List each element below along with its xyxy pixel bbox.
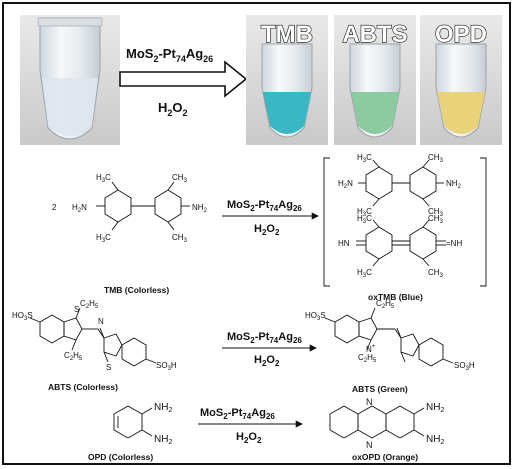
oxtmb-methyl: CH3 [428, 153, 444, 164]
abts-substrate-caption: ABTS (Colorless) [48, 382, 118, 392]
reaction-arrow-hollow [119, 60, 248, 98]
tmb-reaction [96, 157, 487, 287]
tmb-product-caption: oxTMB (Blue) [368, 292, 423, 302]
tube-label: TMB [261, 21, 313, 48]
oxtmb-methyl: CH3 [428, 268, 444, 279]
oxopd-amine: NH2 [426, 402, 444, 414]
tmb-methyl: H3C [96, 233, 111, 244]
oxtmb-methyl: CH3 [428, 207, 444, 218]
abts-ethyl: C2H5 [80, 299, 99, 310]
abts-ring-s: S [74, 305, 79, 314]
abts-sulfonate-left: HO3S [12, 311, 33, 322]
tube-liquid [437, 92, 485, 134]
abts-catalyst-label: MoS2-Pt74Ag26 [227, 331, 302, 345]
tube-liquid [263, 92, 311, 134]
oxopd-amine: NH2 [426, 434, 444, 446]
tmb-methyl: CH3 [172, 233, 188, 244]
tmb-catalyst-label: MoS2-Pt74Ag26 [227, 199, 302, 213]
abts-product-cation: N+ [366, 344, 376, 354]
tube-label: OPD [435, 21, 487, 48]
abts-product-sulfonate-right: SO3H [454, 361, 475, 372]
tube-tmb: TMB [246, 15, 328, 145]
tmb-amine-right: NH2 [192, 203, 208, 214]
tmb-coefficient: 2 [52, 203, 57, 212]
photo-panel: MoS2-Pt74Ag26 H2O2 TMB ABTS OPD [20, 15, 502, 145]
opd-amine: NH2 [154, 402, 172, 414]
abts-product-ethyl: C2H5 [358, 353, 377, 364]
tube-abts: ABTS [334, 15, 416, 145]
opd-catalyst-label: MoS2-Pt74Ag26 [200, 407, 275, 421]
oxtmb-imine-right: =NH [446, 239, 462, 248]
tube-liquid [351, 92, 399, 134]
abts-reaction [29, 307, 454, 367]
oxopd-ring-n: N [366, 397, 373, 407]
oxopd-ring-n: N [366, 440, 373, 450]
tmb-substrate-caption: TMB (Colorless) [104, 285, 169, 295]
tmb-methyl: CH3 [172, 173, 188, 184]
product-tubes: TMB ABTS OPD [246, 15, 502, 145]
opd-amine: NH2 [154, 434, 172, 446]
opd-substrate-caption: OPD (Colorless) [88, 452, 153, 462]
tube-opd: OPD [420, 15, 502, 145]
figure-frame [2, 2, 511, 465]
abts-product-sulfonate: HO3S [305, 311, 326, 322]
tmb-oxidant-label: H2O2 [254, 223, 280, 237]
oxtmb-methyl: H3C [357, 268, 372, 279]
oxtmb-methyl: CH3 [428, 214, 444, 225]
abts-ring-n: N [98, 317, 104, 326]
oxtmb-methyl: H3C [357, 207, 372, 218]
tmb-methyl: H3C [96, 173, 111, 184]
oxtmb-methyl: H3C [357, 153, 372, 164]
oxtmb-amine-right: NH2 [446, 179, 462, 190]
abts-oxidant-label: H2O2 [254, 354, 280, 368]
tube-label: ABTS [342, 21, 407, 48]
abts-product-caption: ABTS (Green) [352, 384, 408, 394]
abts-labels: HO3S S C2H5 C2H5 N S SO3H MoS2-Pt74Ag26 … [12, 299, 475, 394]
oxtmb-amine-left: H2N [338, 179, 353, 190]
tmb-amine-left: H2N [72, 203, 87, 214]
abts-ethyl: C2H5 [64, 351, 83, 362]
opd-product-caption: oxOPD (Orange) [352, 452, 418, 462]
oxtmb-methyl: H3C [357, 214, 372, 225]
abts-product-ethyl: C2H5 [376, 299, 395, 310]
oxtmb-imine-left: HN [338, 239, 350, 248]
abts-ring-s: S [106, 363, 111, 372]
photo-oxidant-label: H2O2 [158, 100, 188, 118]
opd-oxidant-label: H2O2 [236, 431, 262, 445]
photo-reagent-label: MoS2-Pt74Ag26 [126, 46, 213, 64]
abts-sulfonate-right: SO3H [156, 361, 177, 372]
opd-labels: NH2 NH2 MoS2-Pt74Ag26 H2O2 N N NH2 NH2 O… [88, 397, 444, 462]
blank-tube [20, 15, 120, 145]
opd-reaction [113, 405, 425, 439]
tmb-labels: 2 H2N NH2 H3C H3C CH3 CH3 MoS2-Pt74Ag26 … [52, 153, 462, 302]
